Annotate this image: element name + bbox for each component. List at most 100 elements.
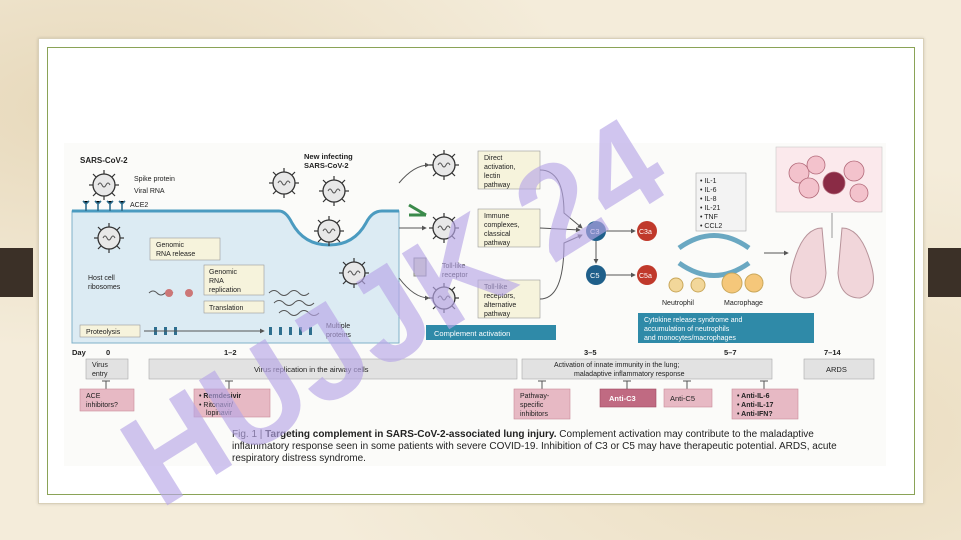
toll-receptor-label-2: receptor [442,272,468,279]
toll-alt-label-1: Toll-like [484,284,507,291]
complement-activation-banner [426,325,556,340]
remdesivir-label: • Remdesivir [199,393,241,400]
pathway-label-1: Pathway- [520,393,550,400]
c3-node [586,221,606,241]
assembling-virus-icon [338,257,370,289]
day-0: 0 [106,348,110,357]
direct-label-2: activation, [484,164,516,171]
left-side-tab [0,248,33,297]
toll-alt-label-3: alternative [484,302,516,309]
cytokine-storm-label-3: and monocytes/macrophages [644,335,736,342]
new-virus-icon-1 [268,167,300,199]
c3-label: C3 [590,227,600,236]
c5-label: C5 [590,271,600,280]
genomic-release-label-2: RNA release [156,251,195,258]
antibody-icon [408,203,427,217]
anti-il6-label: • Anti-IL-6 [737,393,770,400]
direct-pathway-box [477,150,541,190]
figure-panel: SARS-CoV-2 Spike protein Viral RNA ACE2 … [64,143,886,466]
cytokine-storm-label-1: Cytokine release syndrome and [644,317,743,324]
viral-rna-label: Viral RNA [134,188,165,195]
ritonavir-label-2: lopinavir [206,410,233,417]
toll-receptor-label-1: Toll-like [442,263,465,270]
translation-label: Translation [209,305,243,312]
alveoli-icon [788,155,869,203]
new-infecting-label-2: SARS-CoV-2 [304,161,349,170]
innate-label-2: maladaptive inflammatory response [574,371,685,378]
anti-cytokine-box [731,388,799,420]
pathway-inhibitors-box [513,388,571,420]
diagram-svg: SARS-CoV-2 Spike protein Viral RNA ACE2 … [71,146,883,420]
anti-c5-label: Anti-C5 [670,394,695,403]
direct-label-3: lectin [484,173,500,180]
cytokine-il21: • IL-21 [700,205,720,212]
macrophage-label: Macrophage [724,300,763,307]
spike-label: Spike protein [134,176,175,183]
cytokine-list-box [695,172,747,232]
genomic-replication-label-3: replication [209,287,241,294]
cytokine-il8: • IL-8 [700,196,717,203]
neutrophil-icon [668,277,684,293]
toll-alt-label-4: pathway [484,311,511,318]
virus-entry-label-2: entry [92,371,108,378]
proteolysis-box [79,324,141,338]
immune-label-3: classical [484,231,511,238]
ace-inhibitors-box [79,388,135,412]
translation-box [203,300,265,314]
multiple-proteins-label-1: Multiple [326,323,350,330]
c5-node [586,265,606,285]
immune-label-4: pathway [484,240,511,247]
cytokine-ccl2: • CCL2 [700,223,722,230]
day-1-2: 1–2 [224,348,237,357]
cytokine-il1: • IL-1 [700,178,717,185]
pathway-label-3: inhibitors [520,411,549,418]
ards-box [803,358,875,380]
innate-label-1: Activation of innate immunity in the lun… [554,362,679,369]
cytokine-storm-banner [638,313,814,343]
host-cell-label-1: Host cell [88,275,115,282]
ards-label: ARDS [826,365,847,374]
anti-c3-label: Anti-C3 [609,394,636,403]
neutrophil-label: Neutrophil [662,300,694,307]
cytokine-cycle-bottom [677,260,751,278]
replication-label: Virus replication in the airway cells [254,365,369,374]
proteolysis-label: Proteolysis [86,329,121,336]
caption-title: Targeting complement in SARS-CoV-2-assoc… [265,429,557,440]
immune-complex-box [477,208,541,248]
ritonavir-label-1: • Ritonavir/ [199,402,233,409]
arrow-to-c3-3 [539,234,583,300]
ace-label-1: ACE [86,393,101,400]
caption-text: Complement activation may contribute to … [232,429,837,464]
multiple-proteins-label-2: proteins [326,332,351,339]
day-3-5: 3–5 [584,348,597,357]
innate-immunity-box [521,358,773,380]
virus-direct-icon [428,149,460,181]
entering-virus-icon [93,222,125,254]
arrow-to-c3-2 [539,227,581,233]
genomic-replication-box [203,264,265,296]
c5a-node [637,265,657,285]
day-label: Day [72,348,87,357]
neutrophil-icon-2 [690,277,706,293]
toll-alt-label-2: receptors, [484,293,515,300]
cytokine-tnf: • TNF [700,214,718,221]
ribosome-icon-2 [185,289,193,297]
replication-box [148,358,518,380]
cytokine-il6: • IL-6 [700,187,717,194]
new-virus-icon-2 [318,175,350,207]
day-7-14: 7–14 [824,348,842,357]
sars-cov-2-virus-icon [88,169,120,201]
ribosome-icon [165,289,173,297]
budding-virus-icon [313,215,345,247]
toll-receptor-icon [413,257,427,277]
virus-entry-box [85,358,129,380]
ace2-receptors [82,200,126,211]
lungs-icon [790,213,874,299]
immune-label-2: complexes, [484,222,519,229]
c3a-label: C3a [639,229,652,236]
pathway-label-2: specific [520,402,544,409]
ace2-label: ACE2 [130,202,148,209]
new-infecting-label-1: New infecting [304,152,353,161]
virus-entry-label-1: Virus [92,362,108,369]
toll-alternative-box [477,279,541,319]
